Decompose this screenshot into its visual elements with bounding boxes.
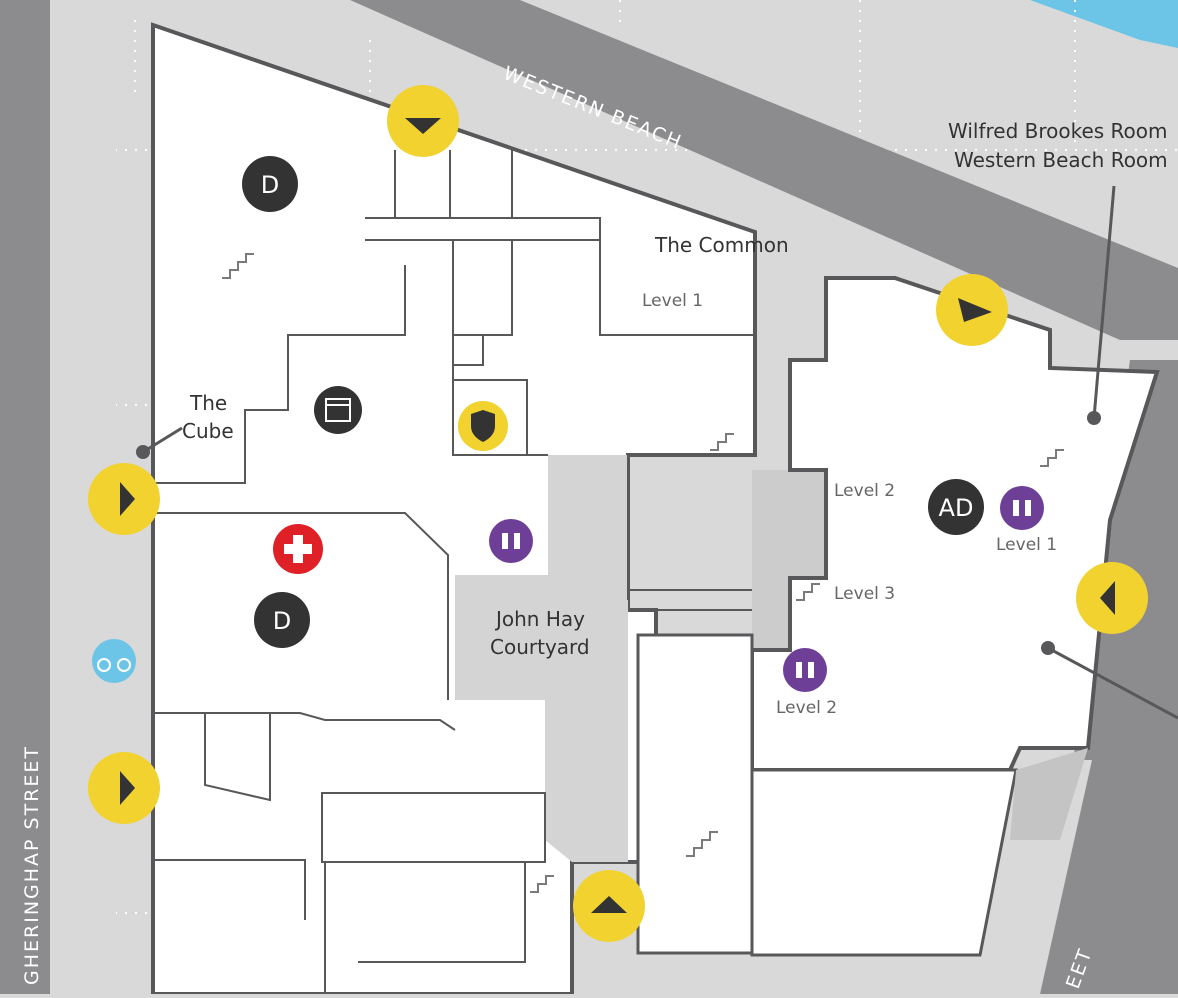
the-common-level-label: Level 1: [642, 291, 703, 311]
gheringhap-street-label: GHERINGHAP STREET: [21, 745, 43, 985]
western-beach-road: [350, 0, 1178, 340]
security-shield-icon: [458, 401, 508, 451]
wilfred-pointer-line: [1092, 185, 1116, 419]
toilets-bridge-level-label: Level 2: [776, 698, 837, 718]
water-area: [1030, 0, 1178, 48]
gheringhap-street-road: [0, 0, 50, 994]
badge-d-top: D: [261, 171, 279, 199]
calendar-icon: [314, 386, 362, 434]
western-beach-room-label: Western Beach Room: [954, 148, 1168, 172]
entrance-arrow-icon[interactable]: [936, 274, 1008, 346]
entrance-arrow-icon[interactable]: [573, 870, 645, 942]
accessible-badge: [928, 479, 984, 535]
the-cube-pointer-line: [142, 426, 183, 454]
courtyard-label-line1: John Hay: [494, 607, 585, 631]
interior-walls: [155, 150, 755, 994]
southeast-building: [750, 768, 1018, 957]
first-aid-icon: [273, 524, 323, 574]
the-cube-label-line2: Cube: [182, 419, 234, 443]
bridge-level3-label: Level 3: [834, 584, 895, 604]
wilfred-brookes-room-label: Wilfred Brookes Room: [948, 119, 1168, 143]
disabled-parking-badge: [254, 592, 310, 648]
entrance-arrow-icon[interactable]: [387, 85, 459, 157]
the-cube-label-line1: The: [189, 391, 227, 415]
toilets-east-level-label: Level 1: [996, 535, 1057, 555]
western-beach-pointer-line: [1047, 646, 1178, 720]
disabled-parking-badge: [242, 156, 298, 212]
badge-d-bottom: D: [273, 607, 291, 635]
western-beach-pointer-dot: [1041, 641, 1055, 655]
the-common-label: The Common: [654, 233, 789, 257]
toilets-icon: [489, 486, 1044, 692]
the-cube-pointer-dot: [136, 445, 150, 459]
john-hay-courtyard: [455, 455, 628, 862]
badge-ad: AD: [939, 494, 974, 522]
wilfred-pointer-dot: [1087, 411, 1101, 425]
bridge-level2-label: Level 2: [834, 481, 895, 501]
toilets-figures: [502, 500, 1031, 678]
south-middle-block: [636, 633, 754, 955]
courtyard-label-line2: Courtyard: [490, 635, 590, 659]
entrance-arrow-icon[interactable]: [1076, 562, 1148, 634]
entrance-arrow-icon[interactable]: [88, 752, 160, 824]
bike-parking-icon: [92, 639, 136, 683]
entrance-arrow-icon[interactable]: [88, 463, 160, 535]
stairs-icon: [222, 253, 1064, 893]
